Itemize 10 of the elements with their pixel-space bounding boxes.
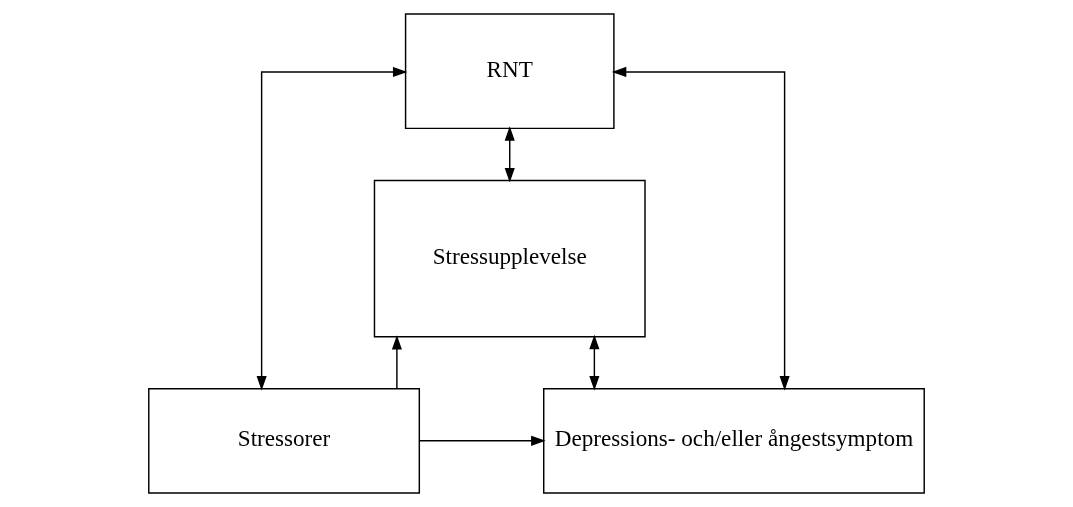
node-box: Stressorer bbox=[148, 388, 421, 494]
arrow bbox=[256, 66, 408, 391]
arrow bbox=[611, 66, 790, 391]
arrow bbox=[504, 126, 515, 183]
arrow bbox=[418, 435, 546, 446]
node-box: RNT bbox=[404, 13, 615, 130]
arrow bbox=[589, 334, 600, 391]
arrow bbox=[391, 335, 402, 390]
node-box: Depressions- och/eller ångestsymptom bbox=[543, 388, 925, 494]
node-box: Stressupplevelse bbox=[373, 179, 646, 338]
